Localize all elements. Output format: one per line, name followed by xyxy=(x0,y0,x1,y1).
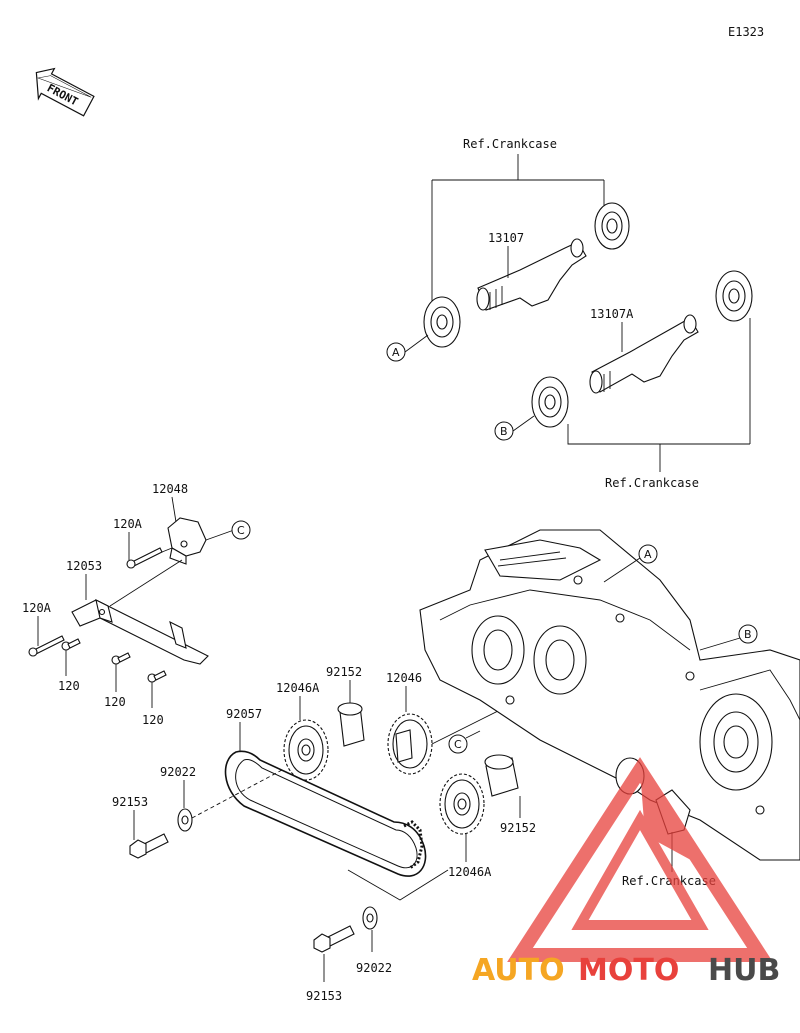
guide-mount-line xyxy=(109,559,183,607)
part-label-92153-bottom: 92153 xyxy=(306,989,342,1003)
sprocket-12046A-bottom xyxy=(439,773,485,835)
part-label-12046A-top: 12046A xyxy=(276,681,320,695)
callout-b-upper xyxy=(494,421,514,441)
watermark-wordmark: AUTO MOTO HUB xyxy=(472,953,780,988)
washer-top-axis xyxy=(191,769,283,819)
watermark-moto: MOTO xyxy=(578,953,679,988)
part-label-120-b: 120 xyxy=(104,695,126,709)
callout-a-upper xyxy=(386,342,406,362)
ref-bracket-top xyxy=(431,154,605,302)
callout-a-upper-text: A xyxy=(392,346,400,359)
spacer-92152-bottom xyxy=(484,754,519,797)
bolt-120-b xyxy=(111,652,131,665)
front-arrow-icon: FRONT xyxy=(35,67,95,117)
part-label-120A-top: 120A xyxy=(113,517,143,531)
sprocket-12046 xyxy=(387,713,433,775)
bearing-right-bottom xyxy=(531,376,569,428)
part-label-13107: 13107 xyxy=(488,231,524,245)
bearing-right-top xyxy=(715,270,753,322)
part-label-92152-top: 92152 xyxy=(326,665,362,679)
callout-a-crankcase-text: A xyxy=(644,548,652,561)
sprocket-12046A-top xyxy=(283,719,329,781)
bolt-120A-top-dash xyxy=(161,547,173,553)
leader-callout-c-lower xyxy=(465,730,481,739)
chain-guide-12053 xyxy=(71,598,209,665)
part-label-92022-top: 92022 xyxy=(160,765,196,779)
tensioner-12048 xyxy=(167,517,207,565)
ref-bracket-bottom xyxy=(567,318,751,472)
bolt-92153-bottom xyxy=(313,925,355,953)
leader-callout-a-crankcase xyxy=(603,557,641,583)
leader-callout-a-upper xyxy=(404,334,429,353)
ref-crankcase-label-middle: Ref.Crankcase xyxy=(605,476,699,490)
callout-c-lower xyxy=(448,734,468,754)
callout-c-upper-text: C xyxy=(237,524,245,537)
part-label-12053: 12053 xyxy=(66,559,102,573)
callout-c-lower-text: C xyxy=(454,738,462,751)
part-label-120A-left: 120A xyxy=(22,601,52,615)
part-label-92153-top: 92153 xyxy=(112,795,148,809)
part-label-12046A-bottom: 12046A xyxy=(448,865,492,879)
leader-callout-c-upper xyxy=(205,529,235,541)
callout-a-crankcase xyxy=(638,544,658,564)
part-label-120-a: 120 xyxy=(58,679,80,693)
ref-crankcase-label-top: Ref.Crankcase xyxy=(463,137,557,151)
leader-callout-b-crankcase xyxy=(699,637,741,651)
part-label-92057: 92057 xyxy=(226,707,262,721)
bolt-120A-top xyxy=(126,547,163,569)
washer-92022-top xyxy=(177,808,193,832)
cam-chain-92057 xyxy=(224,750,427,877)
diagram-code: E1323 xyxy=(728,25,764,39)
bolt-120-a xyxy=(61,638,81,651)
callout-c-upper xyxy=(231,520,251,540)
leader-12048 xyxy=(171,496,177,523)
shaft-13107A xyxy=(589,314,699,394)
lower-bolt-guide-line xyxy=(347,869,449,901)
part-label-12046: 12046 xyxy=(386,671,422,685)
part-label-120-c: 120 xyxy=(142,713,164,727)
watermark-logo xyxy=(507,757,773,962)
bolt-92153-top xyxy=(129,833,169,859)
watermark-hub: HUB xyxy=(708,953,780,988)
callout-b-upper-text: B xyxy=(500,425,508,438)
bolt-120A-left xyxy=(28,635,65,657)
bearing-upper-left xyxy=(423,296,461,348)
callout-b-crankcase xyxy=(738,624,758,644)
bolt-120-c xyxy=(147,670,167,683)
callout-b-crankcase-text: B xyxy=(744,628,752,641)
part-label-13107A: 13107A xyxy=(590,307,634,321)
bearing-upper-right xyxy=(594,202,630,250)
ref-crankcase-label-bottom: Ref.Crankcase xyxy=(622,874,716,888)
spacer-92152-top xyxy=(337,702,365,747)
crankcase-assembly xyxy=(419,529,800,861)
part-label-92152-bottom: 92152 xyxy=(500,821,536,835)
watermark-auto: AUTO xyxy=(472,953,565,988)
shaft-13107 xyxy=(476,238,587,311)
leader-callout-b-upper xyxy=(512,415,535,432)
part-label-12048: 12048 xyxy=(152,482,188,496)
washer-92022-bottom xyxy=(362,906,378,930)
part-label-92022-bottom: 92022 xyxy=(356,961,392,975)
